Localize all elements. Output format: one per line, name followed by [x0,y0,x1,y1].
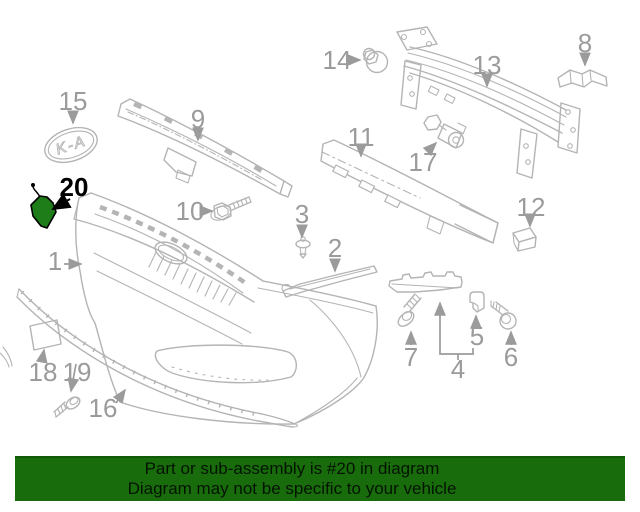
callout-11-lower-energy-absorber: 11 [348,122,375,152]
callout-15-emblem: 15 [59,86,88,116]
lower-lip-drawing [0,288,298,428]
emblem-drawing: K-A [44,126,98,164]
notice-line-1: Part or sub-assembly is #20 in diagram [144,459,440,478]
bracket2-drawing [281,265,378,298]
notice-banner: Part or sub-assembly is #20 in diagram D… [15,456,625,501]
callout-10-bolt: 10 [176,196,205,226]
callout-7-screw: 7 [404,342,418,372]
callout-2-side-support-bracket: 2 [328,233,342,263]
tow-hook-cover-highlight [30,183,57,229]
callout-5-retainer-clip: 5 [470,321,484,351]
notice-line-2: Diagram may not be specific to your vehi… [127,479,457,498]
callout-12-small-bracket: 12 [517,192,546,222]
callout-16-lower-lip-spoiler: 16 [89,393,118,423]
callout-14-nut: 14 [323,45,352,75]
callout-3-push-clip: 3 [295,199,309,229]
rail-bracket-drawing [388,271,463,293]
callout-9-upper-energy-absorber: 9 [191,104,205,134]
bracket8-drawing [557,69,608,88]
callout-17-horn: 17 [409,147,438,177]
nut-drawing [362,47,389,74]
screw6-drawing [490,300,517,330]
bumper-cover-drawing [73,192,378,425]
callout-1-bumper-cover: 1 [48,246,62,276]
screw19-drawing [53,396,81,418]
clip3-drawing [295,236,311,259]
bolt10-drawing [210,196,252,221]
screw7-drawing [397,293,422,327]
callout-8-mounting-bracket: 8 [578,28,592,58]
callout-4-side-rail-bracket: 4 [451,354,465,384]
callout-13-impact-bar: 13 [473,50,502,80]
callout-arrows [35,52,591,404]
bracket12-drawing [512,227,537,252]
license-bracket-drawing [29,319,62,351]
lower-absorber-drawing [320,139,499,244]
callout-20-tow-hook-cover: 20 [60,172,89,202]
callout-18-license-bracket: 18 [29,357,58,387]
upper-absorber-drawing [117,98,293,198]
clip5-drawing [469,291,485,313]
horn-drawing [423,114,467,149]
callout-6-screw: 6 [504,342,518,372]
callout-19-screw: 19 [63,357,92,387]
